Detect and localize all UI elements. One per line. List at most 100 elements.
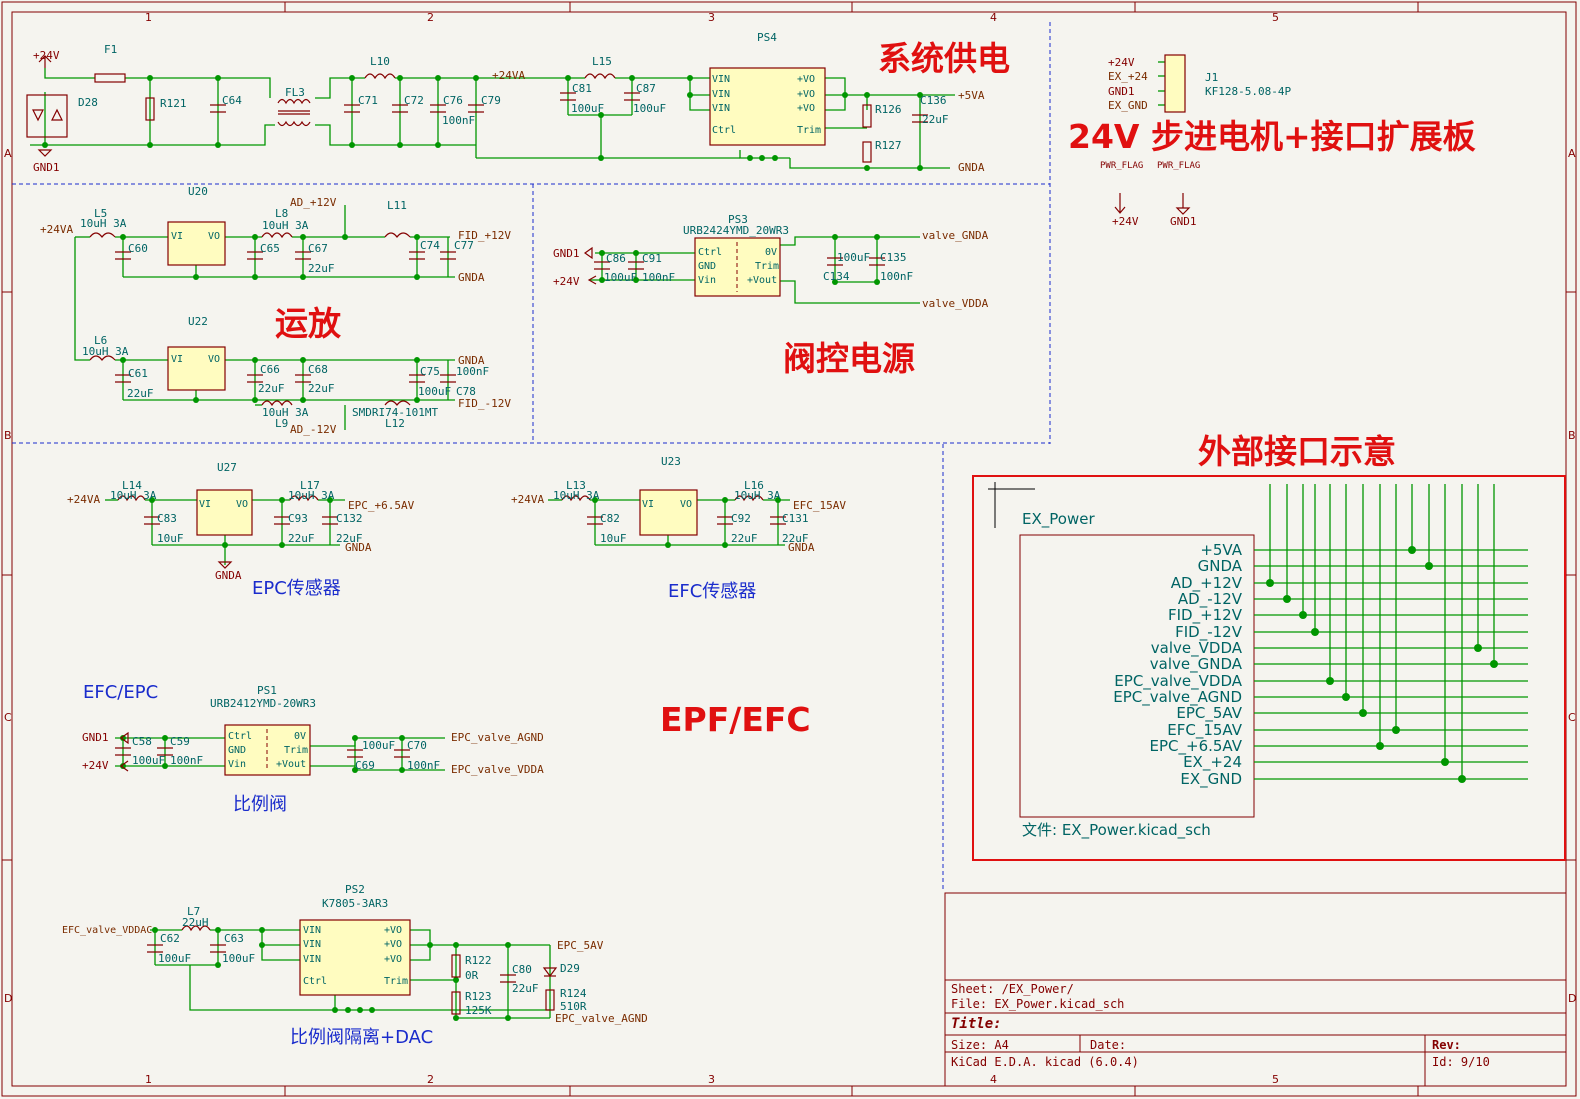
val-c93[interactable]: 22uF <box>288 532 315 545</box>
val-c78[interactable]: 100nF <box>456 365 490 378</box>
net-fidm12[interactable]: FID_-12V <box>458 397 511 410</box>
ref-c62[interactable]: C62 <box>160 932 180 945</box>
val-l17[interactable]: 10uH 3A <box>288 489 335 502</box>
ref-c135[interactable]: C135 <box>880 251 907 264</box>
j1-pin-gnd1[interactable]: GND1 <box>1108 85 1135 98</box>
ref-c92[interactable]: C92 <box>731 512 751 525</box>
ref-d29[interactable]: D29 <box>560 962 580 975</box>
ref-l10[interactable]: L10 <box>370 55 390 68</box>
ref-c87[interactable]: C87 <box>636 82 656 95</box>
net-gnda-u27-sym[interactable]: GNDA <box>215 569 242 582</box>
ref-l16[interactable]: L16 <box>744 479 764 492</box>
val-c67[interactable]: 22uF <box>308 262 335 275</box>
ref-l6[interactable]: L6 <box>94 334 108 347</box>
val-c69[interactable]: 100uF <box>362 739 396 752</box>
ref-c136[interactable]: C136 <box>920 94 947 107</box>
hier-pin-5va[interactable]: +5VA <box>1200 541 1242 559</box>
net-24va-u23[interactable]: +24VA <box>511 493 545 506</box>
pwr-flag-1[interactable]: PWR_FLAG <box>1100 161 1144 171</box>
val-l16[interactable]: 10uH 3A <box>734 489 781 502</box>
ref-u23[interactable]: U23 <box>661 455 681 468</box>
val-c70[interactable]: 100nF <box>407 759 441 772</box>
pwr-flag-24v[interactable]: +24V <box>1112 215 1139 228</box>
ref-c67[interactable]: C67 <box>308 242 328 255</box>
hier-pin-epc-valve-agnd[interactable]: EPC_valve_AGND <box>1113 688 1242 706</box>
ref-ps3[interactable]: PS3 <box>728 213 748 226</box>
net-gnd1-ps3[interactable]: GND1 <box>553 247 580 260</box>
ref-l13[interactable]: L13 <box>566 479 586 492</box>
pwr-flag-2[interactable]: PWR_FLAG <box>1157 161 1201 171</box>
ref-c134[interactable]: C134 <box>823 270 850 283</box>
net-ad12[interactable]: AD_+12V <box>290 196 337 209</box>
hier-pin-fidm12[interactable]: FID_-12V <box>1175 623 1242 641</box>
ref-l5[interactable]: L5 <box>94 207 108 220</box>
net-valve-gnda[interactable]: valve_GNDA <box>922 229 989 242</box>
val-c134[interactable]: 100uF <box>837 251 871 264</box>
net-epc65[interactable]: EPC_+6.5AV <box>348 499 415 512</box>
ref-c83[interactable]: C83 <box>157 512 177 525</box>
ref-c77[interactable]: C77 <box>454 239 474 252</box>
ref-c66[interactable]: C66 <box>260 363 280 376</box>
val-c68[interactable]: 22uF <box>308 382 335 395</box>
ref-l11[interactable]: L11 <box>387 199 407 212</box>
val-c61[interactable]: 22uF <box>127 387 154 400</box>
val-c82[interactable]: 10uF <box>600 532 627 545</box>
val-l13[interactable]: 10uH 3A <box>553 489 600 502</box>
net-gnd1[interactable]: GND1 <box>33 161 60 174</box>
hier-pin-valve-vdda[interactable]: valve_VDDA <box>1150 639 1242 657</box>
net-gnda-opamp2[interactable]: GNDA <box>458 354 485 367</box>
net-24va-opamp[interactable]: +24VA <box>40 223 74 236</box>
val-l9[interactable]: 10uH 3A <box>262 406 309 419</box>
ref-c132[interactable]: C132 <box>336 512 363 525</box>
hier-sheet-file[interactable]: 文件: EX_Power.kicad_sch <box>1022 821 1211 839</box>
val-c58[interactable]: 100uF <box>132 754 166 767</box>
hier-pin-efc15av[interactable]: EFC_15AV <box>1167 721 1242 739</box>
val-c80[interactable]: 22uF <box>512 982 539 995</box>
net-epc-valve-agnd[interactable]: EPC_valve_AGND <box>451 731 544 744</box>
ref-r124[interactable]: R124 <box>560 987 587 1000</box>
val-c76[interactable]: 100nF <box>442 114 476 127</box>
ref-r121[interactable]: R121 <box>160 97 187 110</box>
val-r123[interactable]: 125K <box>465 1004 492 1017</box>
net-24va[interactable]: +24VA <box>492 69 526 82</box>
ref-c86[interactable]: C86 <box>606 252 626 265</box>
net-24v-ps3[interactable]: +24V <box>553 275 580 288</box>
net-epc-valve-agnd-ps2[interactable]: EPC_valve_AGND <box>555 1012 648 1025</box>
ref-u22[interactable]: U22 <box>188 315 208 328</box>
ref-c93[interactable]: C93 <box>288 512 308 525</box>
ref-fl3[interactable]: FL3 <box>285 86 305 99</box>
val-c92[interactable]: 22uF <box>731 532 758 545</box>
hier-pin-epc65av[interactable]: EPC_+6.5AV <box>1149 737 1242 755</box>
j1-pin-ex24[interactable]: EX_+24 <box>1108 70 1148 83</box>
hier-pin-fid12[interactable]: FID_+12V <box>1167 606 1242 624</box>
val-ps3[interactable]: URB2424YMD_20WR3 <box>683 224 789 237</box>
net-efc15[interactable]: EFC_15AV <box>793 499 846 512</box>
val-c86[interactable]: 100uF <box>604 271 638 284</box>
val-c136[interactable]: 22uF <box>922 113 949 126</box>
ref-l14[interactable]: L14 <box>122 479 142 492</box>
hier-pin-valve-gnda[interactable]: valve_GNDA <box>1149 655 1242 673</box>
hier-pin-adm12[interactable]: AD_-12V <box>1177 590 1242 608</box>
ref-ps1[interactable]: PS1 <box>257 684 277 697</box>
ref-l9[interactable]: L9 <box>275 417 289 430</box>
ref-c81[interactable]: C81 <box>572 82 592 95</box>
val-l12[interactable]: SMDRI74-101MT <box>352 406 439 419</box>
val-l8[interactable]: 10uH 3A <box>262 219 309 232</box>
pwr-flag-gnd1[interactable]: GND1 <box>1170 215 1197 228</box>
j1-pin-24v[interactable]: +24V <box>1108 56 1135 69</box>
ref-u27[interactable]: U27 <box>217 461 237 474</box>
ref-l8[interactable]: L8 <box>275 207 289 220</box>
net-epc5v[interactable]: EPC_5AV <box>557 939 604 952</box>
ref-c64[interactable]: C64 <box>222 94 242 107</box>
hier-pin-ad12[interactable]: AD_+12V <box>1170 574 1242 592</box>
ref-l17[interactable]: L17 <box>300 479 320 492</box>
net-gnda-opamp1[interactable]: GNDA <box>458 271 485 284</box>
net-24v-ps1[interactable]: +24V <box>82 759 109 772</box>
val-c132[interactable]: 22uF <box>336 532 363 545</box>
val-c131[interactable]: 22uF <box>782 532 809 545</box>
val-ps1[interactable]: URB2412YMD-20WR3 <box>210 697 316 710</box>
ref-r126[interactable]: R126 <box>875 103 902 116</box>
ref-c65[interactable]: C65 <box>260 242 280 255</box>
ref-c58[interactable]: C58 <box>132 735 152 748</box>
